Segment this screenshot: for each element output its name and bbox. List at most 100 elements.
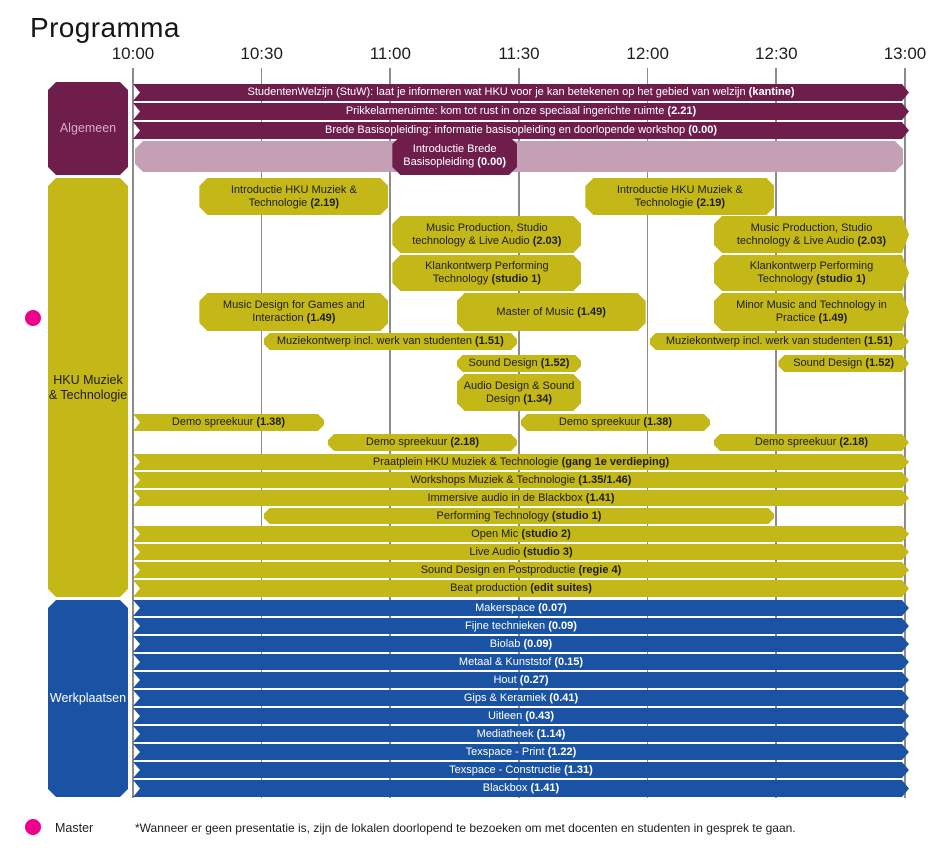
event-label-line: Technology (studio 1)	[432, 273, 541, 285]
grid-line	[132, 68, 134, 798]
event-bar: Prikkelarmeruimte: kom tot rust in onze …	[133, 103, 909, 120]
event-label-line: Muziekontwerp incl. werk van studenten (…	[665, 335, 893, 347]
event-bar: Performing Technology (studio 1)	[263, 508, 774, 524]
event-label-line: Gips & Keramiek (0.41)	[463, 691, 579, 704]
event-label-line: Practice (1.49)	[775, 312, 848, 324]
event-label-line: Mediatheek (1.14)	[476, 727, 566, 740]
event-label-line: Texspace - Print (1.22)	[465, 745, 577, 758]
event-label-line: Muziekontwerp incl. werk van studenten (…	[276, 335, 504, 347]
event-bar: Blackbox (1.41)	[133, 780, 909, 797]
event-label-line: Immersive audio in de Blackbox (1.41)	[427, 491, 615, 504]
event-bar: Biolab (0.09)	[133, 636, 909, 652]
page-title: Programma	[30, 12, 180, 43]
event-label-line: Minor Music and Technology in	[736, 299, 887, 311]
event-label-line: Introductie HKU Muziek &	[230, 183, 357, 196]
section-label-algemeen: Algemeen	[48, 82, 128, 175]
legend-master-label: Master	[55, 821, 94, 835]
event-bar: Demo spreekuur (2.18)	[328, 434, 517, 451]
event-bar: Mediatheek (1.14)	[133, 726, 909, 742]
event-bar: Sound Design (1.52)	[456, 355, 581, 372]
event-bar: Introductie HKU Muziek &Technologie (2.1…	[199, 178, 389, 215]
event-label-line: Workshops Muziek & Technologie (1.35/1.4…	[410, 473, 632, 486]
grid-line	[389, 68, 391, 798]
time-label: 11:00	[369, 44, 411, 63]
section-label-text: HKU Muziek& Technologie	[48, 372, 128, 402]
event-bar: Praatplein HKU Muziek & Technologie (gan…	[133, 454, 909, 470]
legend-master-dot	[25, 819, 41, 835]
section-label-text: Algemeen	[59, 121, 117, 135]
event-label-line: technology & Live Audio (2.03)	[412, 234, 562, 247]
event-label-line: Makerspace (0.07)	[475, 601, 567, 614]
event-label-line: Sound Design (1.52)	[468, 357, 570, 369]
event-label-line: Live Audio (studio 3)	[469, 545, 573, 558]
section-label-werkplaatsen: Werkplaatsen	[48, 600, 128, 797]
event-label-line: Demo spreekuur (2.18)	[754, 436, 869, 448]
event-label-line: Technologie (2.19)	[248, 196, 340, 209]
event-bar: Fijne technieken (0.09)	[133, 618, 909, 634]
event-bar: Metaal & Kunststof (0.15)	[133, 654, 909, 670]
event-label-line: Blackbox (1.41)	[482, 782, 560, 794]
event-bar: Immersive audio in de Blackbox (1.41)	[133, 490, 909, 506]
event-bar: Texspace - Constructie (1.31)	[133, 762, 909, 778]
event-bar: Introductie HKU Muziek &Technologie (2.1…	[585, 178, 775, 215]
event-label-line: Praatplein HKU Muziek & Technologie (gan…	[372, 455, 670, 468]
event-label-line: Technology (studio 1)	[757, 273, 866, 285]
event-label-line: Brede Basisopleiding: informatie basisop…	[325, 124, 717, 136]
event-label-line: Master of Music (1.49)	[496, 305, 606, 318]
event-bar: Demo spreekuur (2.18)	[714, 434, 909, 451]
event-label-line: Sound Design en Postproductie (regie 4)	[420, 563, 622, 576]
grid-line	[260, 68, 263, 798]
grid-line	[646, 68, 649, 798]
event-label-line: Interaction (1.49)	[252, 312, 336, 324]
event-label-line: Introductie HKU Muziek &	[616, 183, 743, 196]
event-label-line: Fijne technieken (0.09)	[465, 619, 577, 632]
event-label-line: Demo spreekuur (1.38)	[558, 416, 673, 428]
time-label: 10:00	[111, 44, 155, 63]
event-bar	[135, 141, 903, 172]
event-bar: Hout (0.27)	[133, 672, 909, 688]
event-bar: Muziekontwerp incl. werk van studenten (…	[649, 333, 909, 350]
event-label-line: Beat production (edit suites)	[450, 582, 592, 594]
grid-line	[775, 68, 777, 798]
event-bar: Texspace - Print (1.22)	[133, 744, 909, 760]
event-label-line: Demo spreekuur (1.38)	[171, 416, 286, 428]
event-label-line: StudentenWelzijn (StuW): laat je informe…	[247, 86, 795, 98]
event-label-line: Metaal & Kunststof (0.15)	[458, 655, 584, 668]
event-label-line: Technologie (2.19)	[634, 196, 726, 209]
time-label: 10:30	[240, 44, 283, 63]
event-bar: Brede Basisopleiding: informatie basisop…	[133, 122, 909, 139]
time-label: 11:30	[498, 44, 540, 63]
event-bar: Gips & Keramiek (0.41)	[133, 690, 909, 706]
event-label-line: Music Production, Studio	[425, 221, 548, 234]
master-indicator-dot	[25, 310, 41, 326]
time-label: 13:00	[883, 44, 927, 63]
time-label: 12:30	[755, 44, 798, 63]
event-bar: Sound Design (1.52)	[778, 355, 909, 372]
event-label-line: Klankontwerp Performing	[425, 260, 549, 272]
event-bar: Master of Music (1.49)	[456, 293, 646, 331]
grid-line	[518, 68, 520, 798]
event-label-line: Introductie Brede	[412, 142, 497, 155]
event-bar: Muziekontwerp incl. werk van studenten (…	[263, 333, 517, 350]
event-bar: Workshops Muziek & Technologie (1.35/1.4…	[133, 472, 909, 488]
footnote: *Wanneer er geen presentatie is, zijn de…	[135, 821, 796, 835]
event-bar: Sound Design en Postproductie (regie 4)	[133, 562, 909, 578]
event-label-line: Klankontwerp Performing	[749, 260, 874, 272]
section-label-text: Werkplaatsen	[49, 691, 127, 705]
event-label-line: Basisopleiding (0.00)	[403, 155, 507, 168]
event-label-line: Biolab (0.09)	[489, 637, 553, 650]
event-bar: Open Mic (studio 2)	[133, 526, 909, 542]
event-label-line: Uitleen (0.43)	[487, 709, 555, 722]
time-label: 12:00	[626, 44, 669, 63]
event-label-line: Music Production, Studio	[750, 221, 873, 234]
event-label-line: technology & Live Audio (2.03)	[736, 234, 887, 247]
event-label-line: Demo spreekuur (2.18)	[365, 436, 480, 448]
event-bar: Makerspace (0.07)	[133, 600, 909, 616]
